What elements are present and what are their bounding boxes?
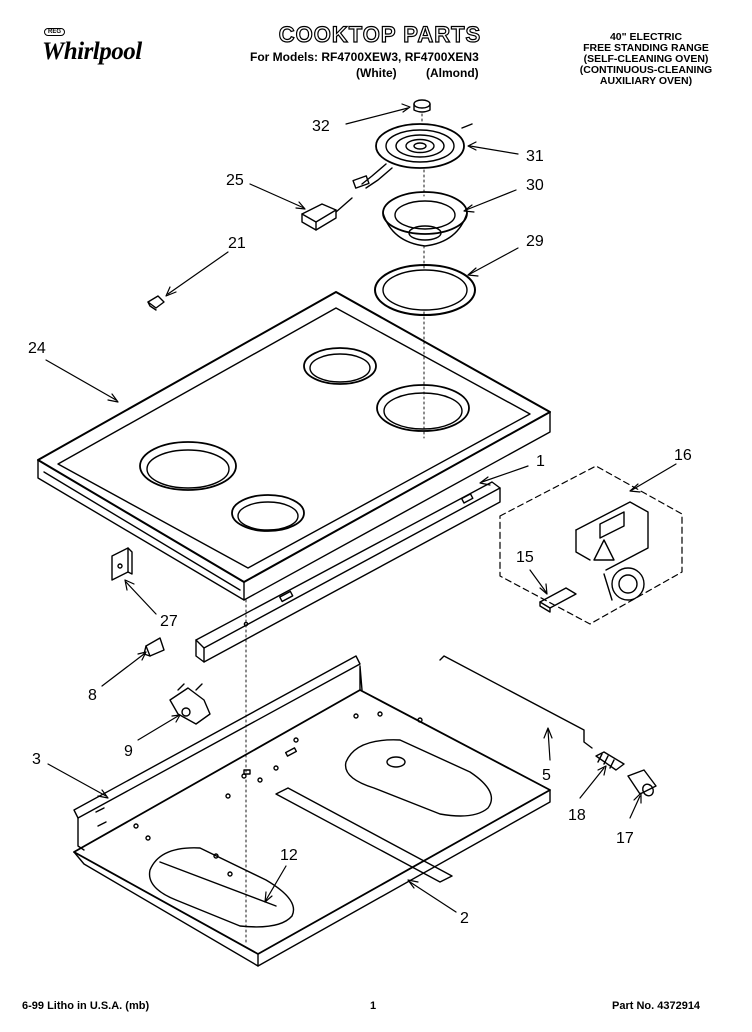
description-line: (SELF-CLEANING OVEN) [583, 53, 709, 65]
callout-9: 9 [124, 743, 133, 760]
callout-1: 1 [536, 453, 545, 470]
color-variants: (White) (Almond) [356, 66, 505, 80]
callout-labels: 32 31 25 30 21 29 24 1 16 15 27 8 9 3 5 … [28, 118, 692, 927]
footer-part-number: Part No. 4372914 [612, 1000, 701, 1012]
description-line: FREE STANDING RANGE [583, 42, 709, 54]
part-18-spring [595, 751, 625, 771]
callout-5: 5 [542, 767, 551, 784]
callout-17: 17 [616, 830, 634, 847]
part-15-switch-clip [539, 587, 577, 613]
color-almond: (Almond) [426, 66, 479, 80]
callout-2: 2 [460, 910, 469, 927]
part-32-cap [413, 99, 431, 113]
callout-32: 32 [312, 118, 330, 135]
part-30-drip-bowl [382, 191, 468, 247]
product-description: 40" ELECTRIC FREE STANDING RANGE (SELF-C… [558, 32, 734, 87]
description-line: 40" ELECTRIC [609, 31, 683, 43]
footer-litho: 6-99 Litho in U.S.A. (mb) [22, 1000, 150, 1012]
part-1-front-channel [195, 481, 501, 663]
part-17-sleeve [627, 769, 657, 797]
part-31-surface-element [352, 123, 473, 189]
callout-29: 29 [526, 233, 544, 250]
part-29-trim-ring [374, 264, 476, 316]
brand-name: Whirlpool [42, 38, 142, 65]
callout-15: 15 [516, 549, 534, 566]
part-12-rod [159, 861, 277, 907]
part-21-clip [147, 295, 165, 311]
description-line: (CONTINUOUS-CLEANING [579, 64, 713, 76]
callout-16: 16 [674, 447, 692, 464]
callout-3: 3 [32, 751, 41, 768]
description-line: AUXILIARY OVEN) [599, 75, 693, 87]
models-line: For Models: RF4700XEW3, RF4700XEN3 [250, 50, 479, 64]
part-25-terminal-block [301, 197, 353, 231]
callout-25: 25 [226, 172, 244, 189]
footer-page-number: 1 [370, 1000, 377, 1012]
color-white: (White) [356, 66, 397, 80]
leader-arrows [45, 103, 677, 913]
callout-21: 21 [228, 235, 246, 252]
callout-31: 31 [526, 148, 544, 165]
callout-27: 27 [160, 613, 178, 630]
part-5-rod [439, 655, 593, 749]
part-24-cooktop [37, 291, 551, 601]
callout-8: 8 [88, 687, 97, 704]
part-9-connector [169, 683, 211, 725]
callout-12: 12 [280, 847, 298, 864]
callout-24: 24 [28, 340, 46, 357]
part-2-base-pan [73, 665, 551, 967]
part-16-switch-assembly [499, 465, 683, 625]
page-title: COOKTOP PARTS [278, 21, 482, 47]
part-3-front-panel [73, 655, 361, 851]
whirlpool-logo: REG Whirlpool [38, 28, 168, 74]
part-27-bracket [111, 547, 133, 581]
part-8-clip [143, 637, 165, 657]
callout-30: 30 [526, 177, 544, 194]
alignment-lines [245, 113, 425, 945]
logo-reg-mark: REG [44, 28, 66, 36]
callout-18: 18 [568, 807, 586, 824]
